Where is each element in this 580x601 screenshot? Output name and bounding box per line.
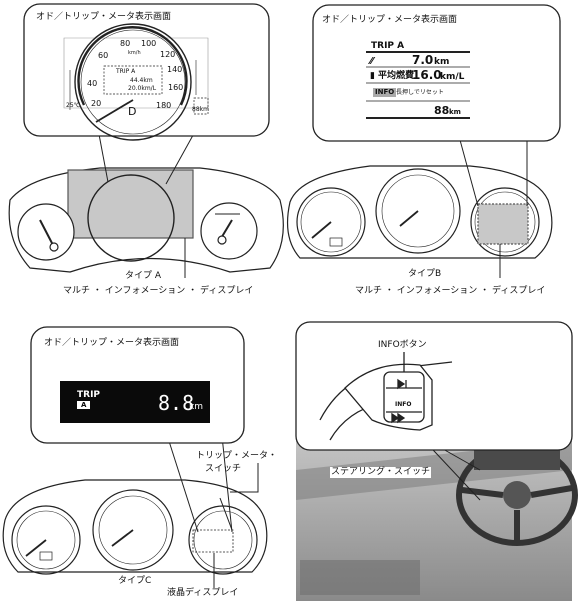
type-b-screen-separators [366,51,470,119]
type-a-tick-160: 160 [168,83,184,92]
type-b-display-screen [477,203,529,245]
type-b-avg-economy-label: 平均燃費 [378,71,415,81]
type-b-callout-bubble [312,4,561,142]
steering-switch-label: ステアリング・スイッチ [330,467,432,478]
type-a-display-label: マルチ ・ インフォメーション ・ ディスプレイ [63,286,254,296]
type-b-trip-label: TRIP A [371,41,405,51]
type-b-avg-economy-value: 16.0 [412,68,442,82]
type-b-odometer-value: 88 [434,104,450,117]
type-a-trip-economy: 20.0km/L [128,85,157,92]
type-c-switch-label-line2: スイッチ [205,464,242,474]
type-b-info-badge: INFO [373,88,397,97]
type-c-trip-value: 8.8 [158,391,195,415]
type-a-tick-180: 180 [156,101,172,110]
type-a-speed-unit: km/h [128,50,141,56]
type-c-trip-label: TRIP [77,390,101,400]
steering-callout-bubble [295,321,573,451]
type-b-fuel-icon: ▮ [370,71,375,81]
type-b-display-label: マルチ ・ インフォメーション ・ ディスプレイ [355,286,546,296]
type-b-leader-lines [459,139,528,278]
type-c-switch-label-line1: トリップ・メータ・ [196,451,278,461]
type-b-trip-distance-value: 7.0 [412,53,434,67]
type-a-tick-120: 120 [160,50,176,59]
type-c-leader-lines [167,435,259,588]
type-c-callout-title: オド／トリップ・メータ表示画面 [44,338,180,348]
type-b-cluster [287,165,553,259]
type-a-display-screen [67,169,194,239]
steering-info-button-text: INFO [395,401,412,408]
type-c-trip-unit: km [189,402,203,412]
type-a-leader-lines [97,127,198,278]
type-b-avg-economy-unit: km/L [440,72,465,82]
type-a-speedometer [63,23,209,141]
type-a-trip-label: TRIP A [116,68,136,75]
type-b-callout-title: オド／トリップ・メータ表示画面 [322,15,458,25]
type-a-tick-40: 40 [87,79,98,88]
steering-info-button-label: INFOボタン [378,340,427,350]
type-a-cluster [8,167,284,273]
type-b-info-hint: 長押しでリセット [396,89,444,96]
type-a-callout-title: オド／トリップ・メータ表示画面 [36,12,172,22]
type-a-tick-140: 140 [167,65,183,74]
type-c-caption: タイプC [118,576,152,586]
steering-switch-drawing [319,352,453,441]
type-a-tick-20: 20 [91,99,102,108]
type-a-gear: D [128,105,137,118]
type-a-magnifier-ring [87,174,175,262]
type-a-caption: タイプ A [125,271,162,281]
steering-photo [296,425,578,601]
type-c-lcd-outline [192,529,234,553]
type-c-display-label: 液晶ディスプレイ [167,588,239,598]
type-c-trip-letter: A [77,401,91,409]
type-c-cluster [2,479,268,575]
type-a-outside-temp: 25℃ [66,102,81,109]
type-a-tick-60: 60 [98,51,109,60]
type-b-trip-distance-unit: km [434,57,450,67]
type-b-odometer-unit: km [449,108,461,116]
type-a-tick-80: 80 [120,39,131,48]
type-a-tick-100: 100 [141,39,157,48]
type-a-odometer: 88km [192,106,209,113]
type-b-trip-icon: ⁄⁄ [370,56,374,67]
type-a-trip-distance: 44.4km [130,77,153,84]
type-b-caption: タイプB [408,269,442,279]
